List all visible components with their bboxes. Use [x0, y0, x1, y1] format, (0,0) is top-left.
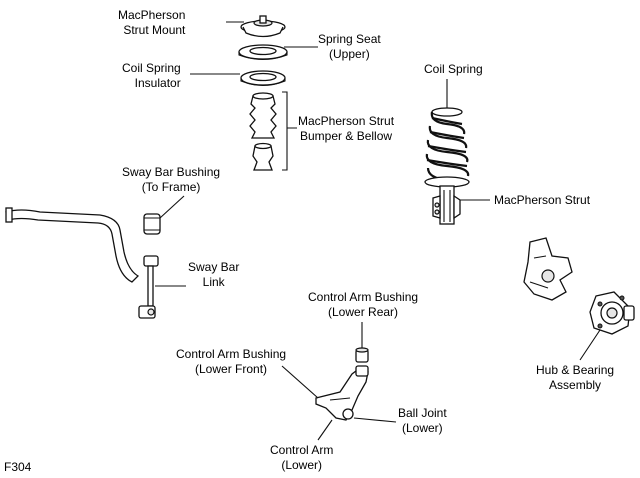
label-ca-bushing-rear: Control Arm Bushing(Lower Rear) [308, 290, 419, 319]
label-coil-spring: Coil Spring [424, 62, 483, 76]
spring-seat-part [238, 44, 288, 61]
hub-bearing-part [589, 291, 635, 335]
figure-code: F304 [4, 460, 32, 474]
label-ball-joint: Ball Joint(Lower) [398, 406, 447, 435]
label-ca-bushing-front: Control Arm Bushing(Lower Front) [176, 347, 287, 376]
spring-insulator-part [240, 70, 286, 87]
ca-bushing-rear-part [355, 347, 369, 363]
knuckle-part [523, 237, 573, 301]
control-arm-part [315, 365, 369, 421]
sway-bar-part [5, 207, 161, 283]
label-sway-bar-bushing: Sway Bar Bushing(To Frame) [122, 165, 221, 194]
label-control-arm: Control Arm(Lower) [270, 443, 334, 472]
sway-link-part [138, 255, 159, 319]
strut-part [424, 176, 470, 225]
label-spring-seat: Spring Seat(Upper) [318, 32, 381, 61]
coil-spring-part [425, 107, 470, 182]
label-strut: MacPherson Strut [494, 193, 591, 207]
strut-mount-part [240, 15, 286, 38]
bumper-bellow-part [249, 92, 277, 171]
